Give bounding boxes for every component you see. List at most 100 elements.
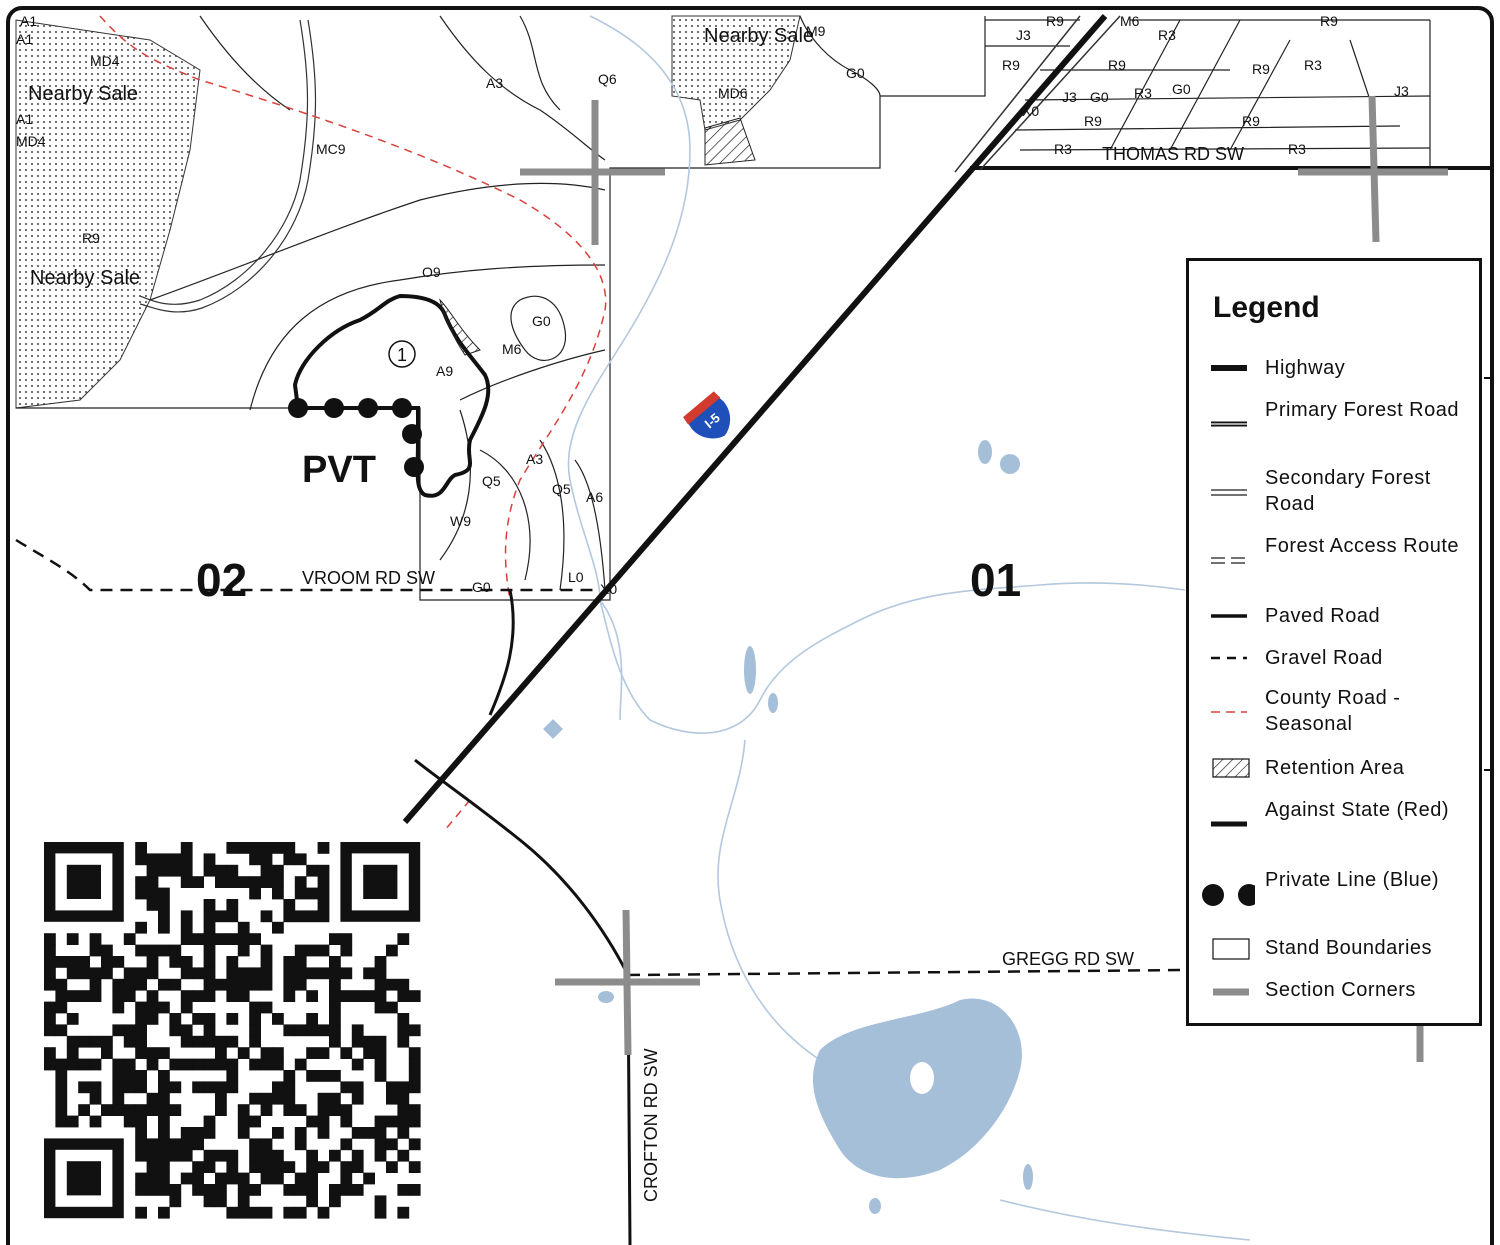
section-02-label: 02 <box>196 554 247 606</box>
stand-code: R3 <box>1158 27 1176 43</box>
against-state-symbol <box>1211 821 1247 827</box>
retention-area-stand <box>439 298 481 356</box>
road-label-thomas: THOMAS RD SW <box>1102 144 1244 164</box>
forest-access-route-symbol <box>1211 557 1247 564</box>
legend-label: Highway <box>1265 357 1346 379</box>
private-line-dots <box>288 398 424 477</box>
highway-edge <box>954 15 1121 173</box>
legend-label: Stand Boundaries <box>1265 937 1433 959</box>
highway-symbol <box>1211 365 1247 371</box>
stand-code: G0 <box>472 579 491 595</box>
stand-code: J3 <box>1016 27 1031 43</box>
stand-code: Q5 <box>482 473 501 489</box>
county-road-seasonal <box>99 15 607 601</box>
stand-code: R9 <box>1252 61 1270 77</box>
secondary-forest-road-symbol <box>1211 489 1247 496</box>
stand-code: W9 <box>450 513 471 529</box>
gravel-roads <box>15 538 1186 977</box>
stand-code: X0 <box>1022 103 1039 119</box>
county-road-seasonal-symbol <box>1211 711 1247 713</box>
stand-number: 1 <box>397 345 407 365</box>
stand-code: M6 <box>502 341 522 357</box>
retention-area-north <box>704 117 756 166</box>
stand-code: Q6 <box>598 71 617 87</box>
secondary-forest-road <box>139 19 317 313</box>
stand-code: J3 <box>1394 83 1409 99</box>
stand-code: MC9 <box>316 141 346 157</box>
stand-code: R3 <box>1134 85 1152 101</box>
stand-code: R9 <box>82 230 100 246</box>
stand-code: A6 <box>586 489 603 505</box>
section-corners <box>520 95 1448 1062</box>
legend-label: Paved Road <box>1265 605 1381 627</box>
retention-area-symbol <box>1212 758 1250 778</box>
stand-boundaries-symbol <box>1212 938 1250 960</box>
stand-code: A9 <box>436 363 453 379</box>
road-label-crofton: CROFTON RD SW <box>641 1048 661 1202</box>
legend-title: Legend <box>1213 291 1320 324</box>
stand-code: A1 <box>20 13 37 29</box>
stand-code: G0 <box>1172 81 1191 97</box>
stand-code: R3 <box>1054 141 1072 157</box>
road-label-gregg: GREGG RD SW <box>1002 949 1134 969</box>
road-label-vroom: VROOM RD SW <box>302 568 435 588</box>
stand-code: MD6 <box>718 85 748 101</box>
stand-code: R3 <box>1304 57 1322 73</box>
county-road-seasonal-south <box>444 799 471 831</box>
edge-marks <box>1484 377 1492 771</box>
stand-code: G0 <box>846 65 865 81</box>
legend-label: County Road - Seasonal <box>1265 687 1401 735</box>
streams <box>567 15 1251 1241</box>
stand-code: A1 <box>16 111 33 127</box>
stand-code: A3 <box>526 451 543 467</box>
nearby-sale-label-3: Nearby Sale <box>704 25 814 47</box>
nearby-sale-area-west <box>15 19 201 409</box>
stand-code: R9 <box>1084 113 1102 129</box>
stand-code: A1 <box>16 31 33 47</box>
legend-label: Against State (Red) <box>1265 799 1450 821</box>
stand-code: R9 <box>1320 13 1338 29</box>
section-01-label: 01 <box>970 554 1021 606</box>
stand-code: R3 <box>1288 141 1306 157</box>
stand-code: Q5 <box>552 481 571 497</box>
stand-code: R9 <box>1108 57 1126 73</box>
qr-code-icon[interactable] <box>44 842 421 1219</box>
pvt-label: PVT <box>302 449 376 491</box>
stand-code-labels: A1 A1 MD4 A1 MD4 MC9 R9 A3 Q6 O9 G0 M6 A… <box>16 13 1409 597</box>
legend-label: Forest Access Route <box>1265 535 1460 557</box>
stand-code: L0 <box>568 569 584 585</box>
interstate-shield-icon[interactable]: I-5 <box>681 390 743 450</box>
stand-code: MD4 <box>90 53 120 69</box>
stand-number-circle <box>388 340 416 368</box>
legend-label: Private Line (Blue) <box>1265 869 1440 891</box>
legend-panel: Legend Highway Primary Forest Road Secon… <box>1186 258 1482 1026</box>
stand-code: X0 <box>600 581 617 597</box>
legend-label: Gravel Road <box>1265 647 1383 669</box>
legend-label: Secondary Forest Road <box>1265 467 1431 515</box>
legend-label: Section Corners <box>1265 979 1416 1001</box>
section-corners-symbol <box>1213 988 1249 996</box>
stand-code: G0 <box>1090 89 1109 105</box>
private-line-symbol <box>1202 884 1255 906</box>
stand-code: M9 <box>806 23 826 39</box>
legend-label: Primary Forest Road <box>1265 399 1459 421</box>
stand-code: R9 <box>1002 57 1020 73</box>
lake-island <box>910 1062 934 1094</box>
stand-code: MD4 <box>16 133 46 149</box>
interstate-shield-label: I-5 <box>702 410 723 431</box>
primary-forest-road-symbol <box>1211 421 1247 427</box>
stand-1-boundary <box>292 293 491 498</box>
stand-code: G0 <box>532 313 551 329</box>
paved-road-symbol <box>1211 614 1247 618</box>
nearby-sale-label-2: Nearby Sale <box>30 267 140 289</box>
stand-code: A3 <box>486 75 503 91</box>
stand-code: J3 <box>1062 89 1077 105</box>
stand-code: O9 <box>422 264 441 280</box>
legend-label: Retention Area <box>1265 757 1405 779</box>
gravel-road-symbol <box>1211 656 1247 660</box>
stand-code: R9 <box>1046 13 1064 29</box>
nearby-sale-label-1: Nearby Sale <box>28 83 138 105</box>
highway <box>402 14 1108 824</box>
stand-code: M6 <box>1120 13 1140 29</box>
